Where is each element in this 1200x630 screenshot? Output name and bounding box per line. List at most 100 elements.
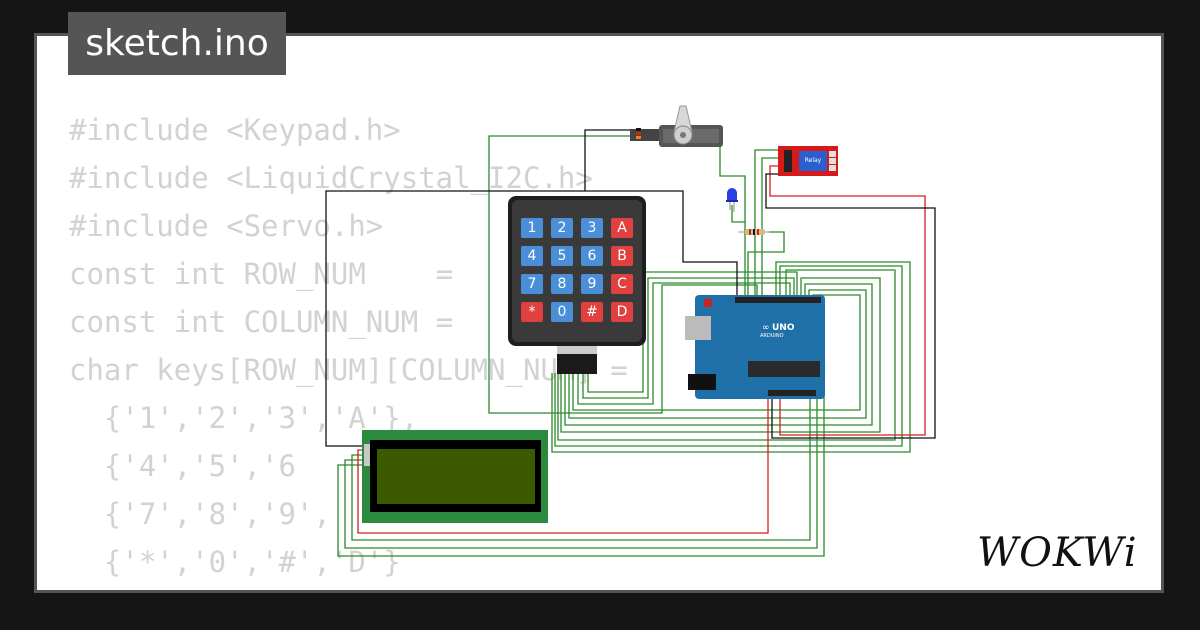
black-wires	[325, 129, 936, 447]
key-cap	[581, 246, 603, 266]
keypad-key-A[interactable]: A	[611, 218, 633, 238]
keypad-key-1[interactable]: 1	[521, 218, 543, 238]
key-label: 8	[558, 276, 567, 292]
key-cap	[521, 274, 543, 294]
key-label: 4	[528, 248, 537, 264]
key-label: 3	[588, 220, 597, 236]
key-label: 6	[588, 248, 597, 264]
code-line: char keys[ROW_NUM][COLUMN_NUM] =	[69, 353, 628, 387]
code-line: #include <Servo.h>	[69, 209, 384, 243]
keypad-key-6[interactable]: 6	[581, 246, 603, 266]
key-label: 1	[528, 220, 537, 236]
usb-port	[685, 316, 711, 340]
code-line: #include <Keypad.h>	[69, 113, 401, 147]
keypad-key-2[interactable]: 2	[551, 218, 573, 238]
atmega-chip	[748, 361, 820, 377]
key-label: 9	[588, 276, 597, 292]
led-rim	[726, 200, 738, 202]
reset-button[interactable]	[704, 299, 712, 307]
relay-module[interactable]: Relay	[778, 146, 838, 176]
key-label: A	[617, 220, 627, 236]
relay-label: Relay	[805, 157, 822, 164]
key-cap	[611, 218, 633, 238]
key-cap	[581, 274, 603, 294]
wokwi-logo: WOKWi	[977, 530, 1138, 576]
keypad-key-3[interactable]: 3	[581, 218, 603, 238]
servo-motor[interactable]	[630, 105, 723, 147]
servo-pin-gnd	[636, 128, 641, 131]
green-wires	[337, 135, 911, 557]
resistor[interactable]	[738, 229, 770, 235]
key-cap	[581, 218, 603, 238]
key-label: *	[529, 304, 536, 320]
key-label: 0	[558, 304, 567, 320]
keypad-surface	[512, 200, 642, 342]
code-line: {'1','2','3','A'},	[69, 401, 419, 435]
key-label: B	[617, 248, 627, 264]
key-cap	[551, 274, 573, 294]
keypad-key-8[interactable]: 8	[551, 274, 573, 294]
servo-connector	[630, 129, 660, 141]
keypad-key-D[interactable]: D	[611, 302, 633, 322]
servo-screw	[680, 132, 686, 138]
power-jack	[688, 374, 716, 390]
resistor-band	[749, 229, 751, 235]
board-brand-label: ARDUINO	[760, 333, 784, 339]
key-cap	[611, 302, 633, 322]
file-tab[interactable]: sketch.ino	[68, 12, 286, 75]
code-line: {'4','5','6	[69, 449, 296, 483]
key-cap	[521, 246, 543, 266]
key-label: 7	[528, 276, 537, 292]
power-analog-header	[768, 390, 816, 396]
keypad-key-C[interactable]: C	[611, 274, 633, 294]
code-line: const int ROW_NUM =	[69, 257, 454, 291]
key-cap	[611, 246, 633, 266]
blue-led[interactable]	[726, 188, 738, 212]
arduino-logo-icon: ∞	[762, 323, 770, 333]
resistor-band	[757, 229, 759, 235]
key-cap	[521, 218, 543, 238]
relay-block	[799, 151, 827, 171]
key-label: D	[617, 304, 628, 320]
keypad-key-#[interactable]: #	[581, 302, 603, 322]
code-line: #include <LiquidCrystal_I2C.h>	[69, 161, 593, 195]
keypad-key-B[interactable]: B	[611, 246, 633, 266]
membrane-keypad[interactable]: 1 2 3 A 4 5 6 B 7 8 9 C * 0 # D	[508, 196, 646, 374]
relay-terminal	[829, 165, 836, 171]
keypad-key-7[interactable]: 7	[521, 274, 543, 294]
key-label: #	[586, 304, 598, 320]
board-model-label: UNO	[772, 323, 795, 333]
lcd-i2c-pins	[364, 444, 370, 466]
relay-terminal	[829, 151, 836, 157]
relay-header	[784, 150, 792, 172]
relay-terminal	[829, 158, 836, 164]
arduino-uno[interactable]: UNO ARDUINO ∞	[685, 295, 825, 399]
code-line: {'*','0','#','D'}	[69, 545, 401, 579]
key-cap	[551, 218, 573, 238]
key-label: 2	[558, 220, 567, 236]
led-bulb	[727, 188, 737, 201]
key-label: C	[617, 276, 627, 292]
key-cap	[551, 246, 573, 266]
wokwi-logo-text: WOKWi	[977, 530, 1138, 576]
keypad-key-5[interactable]: 5	[551, 246, 573, 266]
key-label: 5	[558, 248, 567, 264]
code-line: const int COLUMN_NUM =	[69, 305, 454, 339]
keypad-key-9[interactable]: 9	[581, 274, 603, 294]
code-line: {'7','8','9',	[69, 497, 331, 531]
keypad-ribbon	[557, 346, 597, 354]
code-preview: #include <Keypad.h> #include <LiquidCryst…	[69, 106, 628, 590]
keypad-key-*[interactable]: *	[521, 302, 543, 322]
preview-frame: #include <Keypad.h> #include <LiquidCryst…	[34, 33, 1164, 593]
keypad-key-0[interactable]: 0	[551, 302, 573, 322]
lcd-display[interactable]	[362, 430, 548, 523]
servo-pin-signal	[636, 136, 641, 139]
key-cap	[521, 302, 543, 322]
key-cap	[551, 302, 573, 322]
keypad-key-4[interactable]: 4	[521, 246, 543, 266]
keypad-connector	[557, 354, 597, 374]
key-cap	[581, 302, 603, 322]
digital-header	[735, 297, 821, 303]
lcd-screen	[377, 449, 535, 504]
